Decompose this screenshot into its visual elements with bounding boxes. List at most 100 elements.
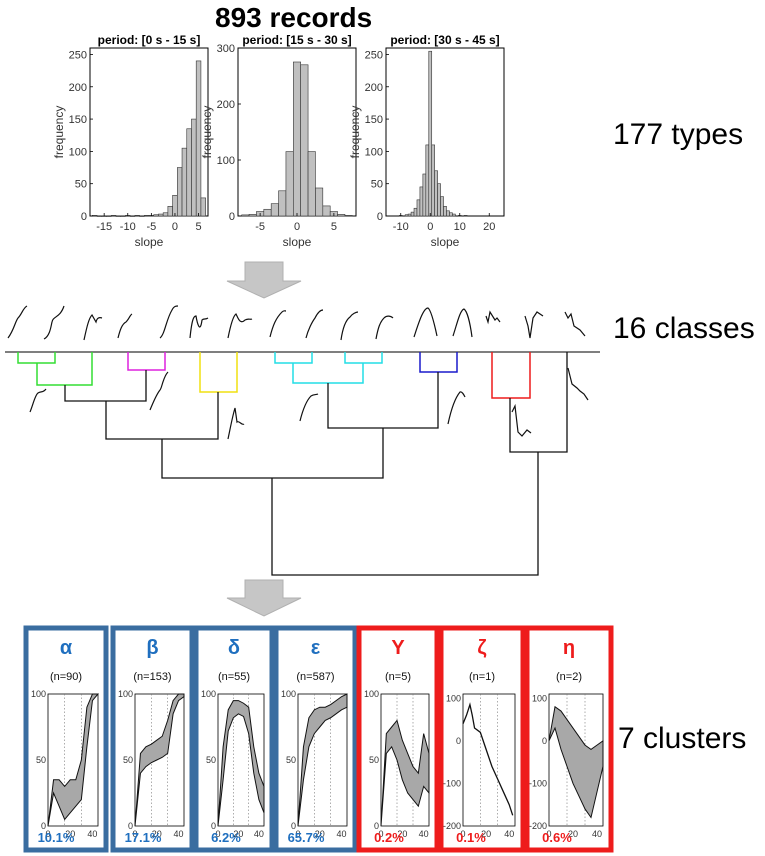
histogram-bar (241, 214, 250, 217)
cluster-band (297, 693, 348, 827)
classes-annotation: 16 classes (613, 312, 755, 345)
histogram-bar (115, 215, 121, 217)
cluster-band (134, 693, 185, 827)
histogram-bar (419, 186, 424, 217)
x-tick-label: 20 (568, 829, 578, 839)
y-tick-label: -100 (443, 778, 461, 788)
histogram-bar (449, 212, 453, 217)
histogram-bar (434, 170, 438, 217)
x-tick-label: 20 (65, 829, 75, 839)
x-tick-label: 0 (45, 829, 50, 839)
cluster-percentage: 0.2% (374, 830, 404, 845)
histogram-bar (463, 215, 468, 217)
x-tick-label: 40 (254, 829, 264, 839)
cluster-symbol: Y (391, 637, 405, 659)
histogram-bar (425, 144, 430, 217)
dendrogram-red-branch (491, 352, 531, 399)
histogram-bar (158, 213, 164, 217)
histogram-1: period: [0 s - 15 s]050100150200250-15-1… (52, 33, 209, 249)
histogram-frame (385, 47, 505, 217)
histogram-bar (431, 144, 435, 217)
x-tick-label: 20 (397, 829, 407, 839)
histogram-title: period: [0 s - 15 s] (98, 33, 201, 47)
x-tick-label: 5 (331, 221, 337, 233)
cluster-band (548, 705, 604, 819)
histogram-bar (285, 151, 294, 217)
x-tick-label: 0 (378, 829, 383, 839)
cluster-count: (n=587) (296, 671, 334, 683)
x-tick-label: 0 (294, 221, 300, 233)
histogram-bar (172, 195, 178, 217)
histogram-bar (278, 190, 287, 217)
histogram-bar (344, 215, 353, 217)
y-tick-label: 100 (532, 693, 547, 703)
y-tick-label: 0 (542, 736, 547, 746)
histogram-bar (270, 203, 279, 217)
x-tick-label: 20 (315, 829, 325, 839)
dendrogram-magenta-branch (127, 352, 166, 371)
x-tick-label: -5 (255, 221, 265, 233)
x-tick-label: 5 (195, 221, 201, 233)
histogram-bar (422, 173, 427, 217)
cluster-percentage: 65.7% (288, 830, 325, 845)
x-tick-label: 40 (592, 829, 602, 839)
x-tick-label: 0 (546, 829, 551, 839)
main-title: 893 records (215, 2, 373, 33)
y-tick-label: 100 (118, 689, 133, 699)
histogram-bar (410, 211, 415, 217)
histogram-bar (446, 210, 450, 217)
x-axis-label: slope (135, 235, 164, 249)
y-tick-label: 100 (365, 146, 383, 158)
class-prototype-curves (7, 305, 589, 440)
x-tick-label: 0 (172, 221, 178, 233)
y-axis-label: frequency (348, 106, 362, 159)
cluster-symbol: δ (228, 637, 240, 659)
cluster-symbol: ζ (477, 637, 486, 659)
histogram-bar (407, 213, 412, 217)
x-tick-label: 0 (460, 829, 465, 839)
y-tick-label: 0 (377, 211, 383, 223)
histogram-bar (134, 215, 140, 217)
histogram-bar (162, 212, 169, 217)
y-tick-label: 50 (371, 179, 383, 191)
x-tick-label: 0 (132, 829, 137, 839)
y-tick-label: 0 (456, 736, 461, 746)
y-tick-label: 50 (36, 755, 46, 765)
y-tick-label: 0 (211, 821, 216, 831)
x-tick-label: -5 (146, 221, 156, 233)
histogram-bar (110, 215, 117, 217)
histogram-bar (200, 197, 206, 217)
y-tick-label: 100 (281, 689, 296, 699)
x-tick-label: 0 (215, 829, 220, 839)
histogram-bar (177, 167, 183, 217)
y-tick-label: -200 (443, 821, 461, 831)
x-tick-label: 40 (504, 829, 514, 839)
cluster-symbol: η (563, 637, 575, 659)
cluster-percentage: 17.1% (125, 830, 162, 845)
y-tick-label: 150 (69, 114, 87, 126)
clusters-annotation: 7 clusters (618, 722, 747, 755)
y-tick-label: 100 (364, 689, 379, 699)
x-tick-label: -10 (393, 221, 409, 233)
histogram-bar (300, 64, 309, 217)
histogram-bar (443, 206, 447, 217)
histogram-bar (92, 215, 98, 217)
y-tick-label: 50 (369, 755, 379, 765)
dendrogram-blue-branch (419, 352, 458, 373)
histogram-bar (101, 215, 107, 217)
cluster-percentage: 6.2% (211, 830, 241, 845)
y-tick-label: 0 (128, 821, 133, 831)
y-tick-label: 50 (206, 755, 216, 765)
histogram-bar (428, 50, 433, 217)
histogram-bar (322, 205, 331, 217)
histogram-bar (96, 215, 103, 217)
dendrogram-cyan-branch (274, 352, 383, 384)
y-tick-label: 250 (365, 49, 383, 61)
histogram-title: period: [15 s - 30 s] (242, 33, 351, 47)
x-tick-label: 0 (295, 829, 300, 839)
